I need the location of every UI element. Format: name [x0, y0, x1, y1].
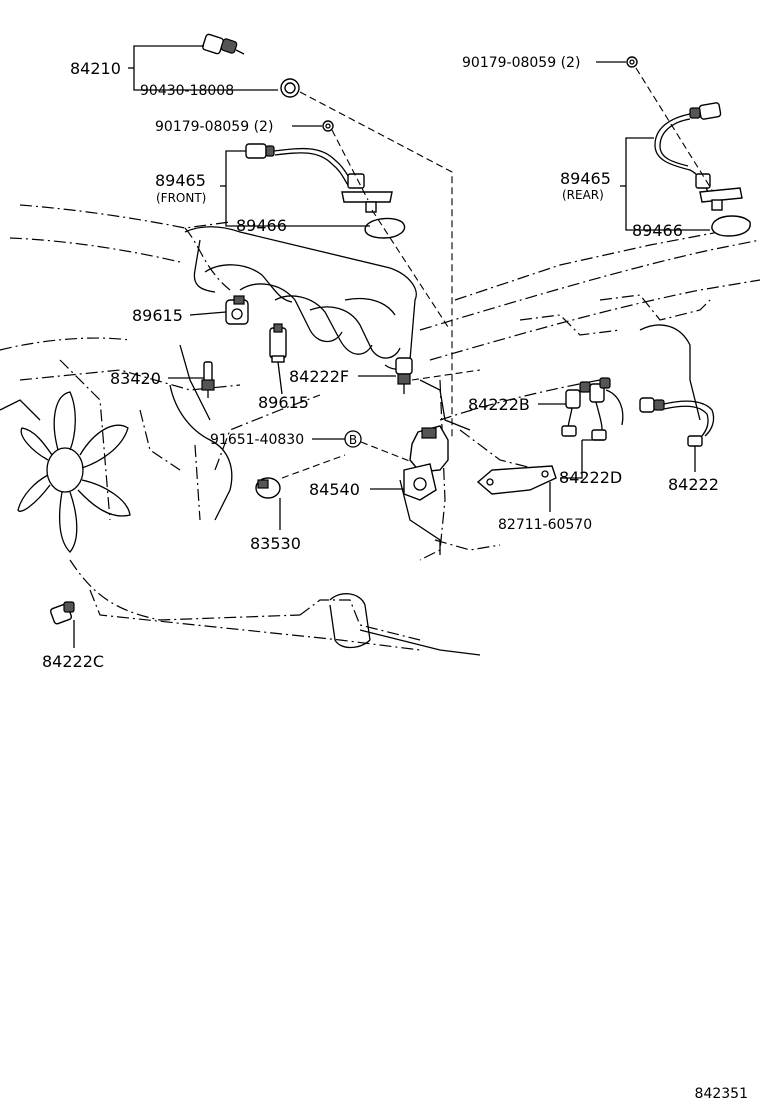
callout-89615-b: 89615	[258, 393, 309, 412]
callout-90179-front: 90179-08059 (2)	[155, 119, 273, 135]
part-82711-bracket[interactable]	[476, 465, 557, 495]
part-89465-front-sensor[interactable]	[245, 143, 393, 213]
part-84222B-switch[interactable]	[561, 377, 624, 441]
part-89466-front-gasket[interactable]	[364, 217, 406, 239]
part-83530-oil-switch[interactable]	[255, 477, 281, 499]
callout-90430-18008: 90430-18008	[140, 83, 234, 99]
part-89466-rear-gasket[interactable]	[711, 215, 751, 237]
callout-labels: 84210 90430-18008 90179-08059 (2) 89465 …	[42, 55, 748, 1102]
part-84222F-switch[interactable]	[395, 357, 413, 394]
marker-b-label: B	[349, 433, 357, 447]
part-90179-front-nut[interactable]	[322, 120, 334, 132]
figure-code: 842351	[695, 1086, 748, 1102]
part-84222-sensor[interactable]	[639, 397, 715, 447]
callout-84222F: 84222F	[289, 367, 349, 386]
callout-89466-rear: 89466	[632, 221, 683, 240]
callout-89465-rear: 89465	[560, 169, 611, 188]
callout-front-note: (FRONT)	[156, 191, 206, 205]
part-84540-neutral-switch[interactable]	[403, 425, 449, 501]
part-89615-knock-sensor-a[interactable]	[225, 295, 249, 325]
transmission-housing	[329, 324, 701, 656]
part-90179-rear-nut[interactable]	[626, 56, 638, 68]
part-84210[interactable]	[202, 33, 245, 55]
marker-b: B	[344, 430, 362, 448]
callout-84222C: 84222C	[42, 652, 104, 671]
callout-84210: 84210	[70, 59, 121, 78]
callout-89615-a: 89615	[132, 306, 183, 325]
part-90430-gasket[interactable]	[280, 78, 300, 98]
callout-90179-rear: 90179-08059 (2)	[462, 55, 580, 71]
part-84222C-switch[interactable]	[49, 601, 75, 625]
radiator-fan	[0, 391, 131, 553]
part-89465-rear-sensor[interactable]	[654, 102, 743, 211]
callout-rear-note: (REAR)	[562, 188, 604, 202]
callout-84222B: 84222B	[468, 395, 530, 414]
callout-82711-60570: 82711-60570	[498, 517, 592, 533]
part-83420-temp-sender[interactable]	[201, 361, 215, 398]
callout-91651-40830: 91651-40830	[210, 432, 304, 448]
callout-89466-front: 89466	[236, 216, 287, 235]
callout-84222D: 84222D	[559, 468, 622, 487]
callout-83530: 83530	[250, 534, 301, 553]
callout-89465-front: 89465	[155, 171, 206, 190]
part-89615-knock-sensor-b[interactable]	[269, 323, 287, 363]
callout-84222: 84222	[668, 475, 719, 494]
callout-83420: 83420	[110, 369, 161, 388]
engine-outline	[0, 204, 760, 651]
leader-lines	[73, 45, 713, 648]
callout-84540: 84540	[309, 480, 360, 499]
